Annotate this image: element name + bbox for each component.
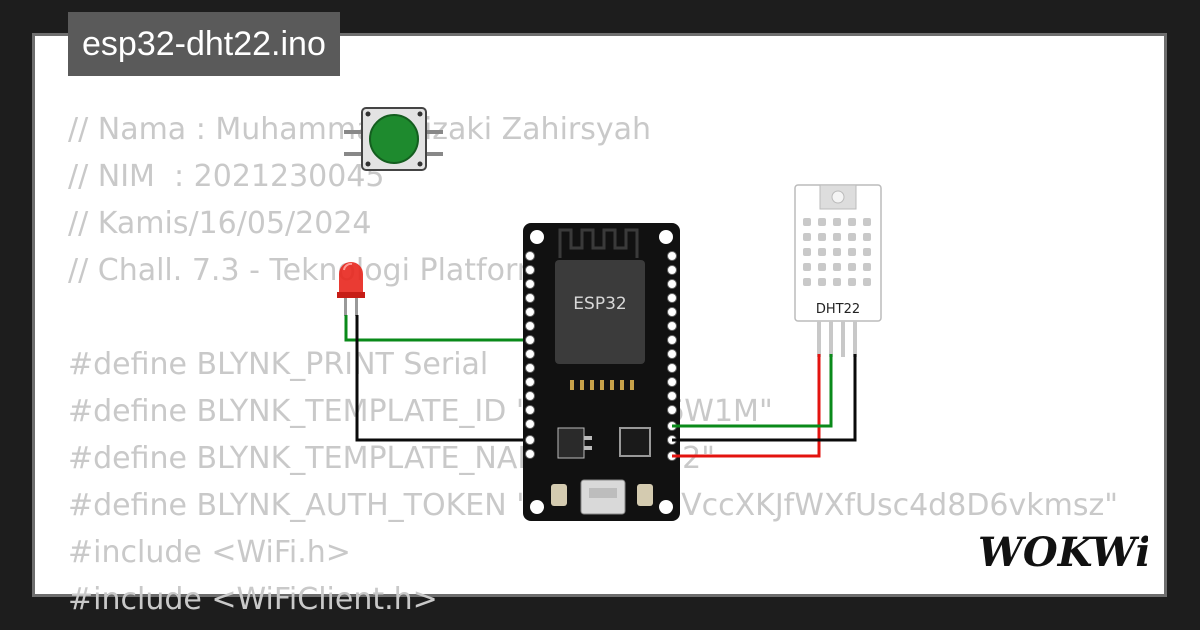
red-led-icon[interactable] (337, 262, 365, 316)
esp32-label: ESP32 (573, 294, 626, 314)
wire-led-anode (344, 315, 530, 342)
wire-dht-vcc (672, 354, 821, 458)
code-line: #define BLYNK_PRINT Serial (68, 347, 489, 382)
dht22-label: DHT22 (816, 302, 860, 317)
code-line: // NIM : 2021230045 (68, 159, 385, 194)
code-line: // Kamis/16/05/2024 (68, 206, 372, 241)
code-line: #include <WiFi.h> (68, 535, 351, 570)
esp32-board-icon[interactable]: ESP32 (523, 223, 680, 521)
wokwi-logo-text: WOKWi (978, 529, 1148, 576)
code-line: #include <WiFiClient.h> (68, 582, 438, 617)
wire-led-cathode (355, 315, 530, 442)
wire-dht-gnd (672, 354, 857, 442)
filename-tab[interactable]: esp32-dht22.ino (68, 12, 340, 76)
push-button-icon[interactable] (344, 107, 443, 171)
wire-dht-data (672, 354, 833, 428)
dht22-sensor-icon[interactable]: DHT22 (794, 184, 882, 357)
wokwi-logo: WOKWi (977, 528, 1151, 581)
